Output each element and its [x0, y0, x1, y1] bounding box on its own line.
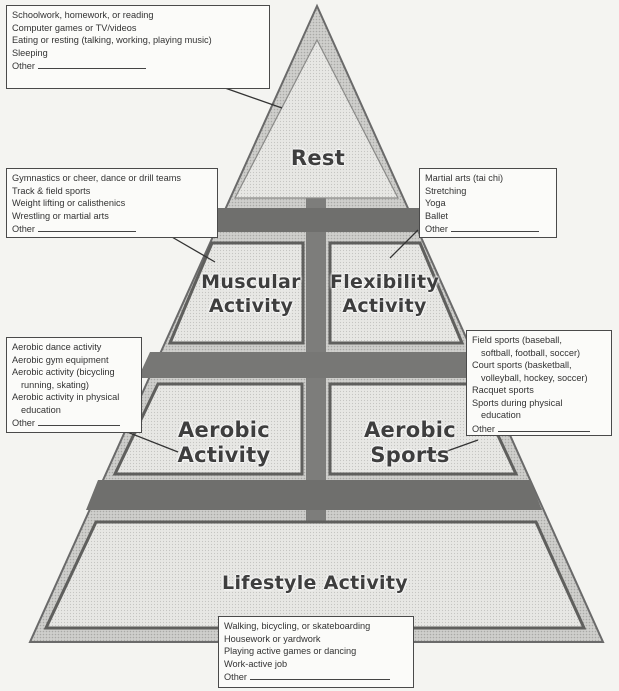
label-lifestyle-activity: Lifestyle Activity — [222, 572, 408, 594]
muscular-panel — [167, 241, 305, 345]
label-flexibility-line2: Activity — [342, 295, 427, 317]
aerobic-sports-item: Sports during physical — [472, 397, 563, 408]
flexibility-panel — [328, 241, 465, 345]
lifestyle-item: Playing active games or dancing — [224, 646, 357, 656]
aerobic-sports-item: Court sports (basketball, — [472, 360, 572, 370]
flexibility-item-other: Other — [425, 222, 551, 236]
other-label: Other — [12, 418, 35, 428]
lifestyle-activities-box: Walking, bicycling, or skateboarding Hou… — [218, 616, 414, 688]
fill-in-blank — [450, 222, 539, 232]
other-label: Other — [12, 61, 35, 71]
leader-line-aerobic-sports — [435, 439, 479, 456]
fill-in-blank — [37, 59, 146, 69]
aerobic-activity-item-other: Other — [12, 416, 136, 430]
aerobic-activity-panel — [112, 382, 304, 476]
aerobic-activity-item: Aerobic activity (bicycling — [12, 367, 115, 377]
aerobic-activity-item: education — [21, 404, 61, 415]
aerobic-activity-item: Aerobic dance activity — [12, 342, 102, 352]
muscular-item: Wrestling or martial arts — [12, 210, 109, 221]
label-aerobic-sports-line1: Aerobic — [363, 418, 457, 442]
lifestyle-item-other: Other — [224, 670, 408, 684]
rest-tier-panel — [234, 38, 399, 199]
aerobic-sports-item: Field sports (baseball, — [472, 335, 562, 345]
lifestyle-item: Housework or yardwork — [224, 633, 321, 644]
aerobic-sports-item: volleyball, hockey, soccer) — [481, 372, 588, 383]
flexibility-item: Yoga — [425, 198, 446, 208]
leader-line-rest — [224, 87, 283, 109]
fill-in-blank — [37, 222, 136, 232]
muscular-item: Track & field sports — [12, 185, 91, 196]
aerobic-activity-box: Aerobic dance activity Aerobic gym equip… — [6, 337, 142, 433]
flexibility-item: Ballet — [425, 210, 448, 221]
rest-item: Sleeping — [12, 47, 48, 58]
muscular-item: Weight lifting or calisthenics — [12, 198, 126, 208]
label-muscular-activity: Muscular Activity — [192, 270, 310, 318]
aerobic-activity-item: running, skating) — [21, 379, 89, 390]
rest-item: Schoolwork, homework, or reading — [12, 10, 154, 20]
muscular-activities-box: Gymnastics or cheer, dance or drill team… — [6, 168, 218, 238]
muscular-item: Gymnastics or cheer, dance or drill team… — [12, 173, 182, 183]
flexibility-item: Martial arts (tai chi) — [425, 173, 504, 183]
aerobic-activity-item: Aerobic activity in physical — [12, 392, 120, 402]
label-muscular-line2: Activity — [208, 295, 294, 317]
aerobic-sports-item: Racquet sports — [472, 385, 534, 395]
label-aerobic-activity: Aerobic Activity — [160, 418, 288, 468]
flexibility-item: Stretching — [425, 185, 467, 196]
rest-item-other: Other — [12, 59, 264, 73]
leader-line-aerobic-activity — [121, 429, 179, 453]
flexibility-activities-box: Martial arts (tai chi) Stretching Yoga B… — [419, 168, 557, 238]
other-label: Other — [224, 672, 247, 682]
rest-item: Eating or resting (talking, working, pla… — [12, 35, 212, 45]
band-lower-divider — [86, 480, 542, 510]
other-label: Other — [472, 423, 495, 434]
leader-line-flexibility — [389, 229, 419, 259]
lifestyle-item: Work-active job — [224, 658, 288, 669]
other-label: Other — [425, 224, 448, 234]
lifestyle-item: Walking, bicycling, or skateboarding — [224, 621, 371, 631]
label-muscular-line1: Muscular — [201, 271, 301, 293]
lifestyle-panel — [43, 520, 587, 630]
aerobic-activity-item: Aerobic gym equipment — [12, 354, 109, 365]
rest-item: Computer games or TV/videos — [12, 22, 137, 33]
aerobic-sports-item: softball, football, soccer) — [481, 347, 581, 358]
label-aerobic-sports-line2: Sports — [370, 443, 450, 467]
aerobic-sports-box: Field sports (baseball, softball, footba… — [466, 330, 612, 436]
label-aerobic-activity-line2: Activity — [177, 443, 271, 467]
rest-activities-box: Schoolwork, homework, or reading Compute… — [6, 5, 270, 89]
aerobic-sports-item: education — [481, 410, 521, 420]
other-label: Other — [12, 224, 35, 234]
label-flexibility-activity: Flexibility Activity — [322, 270, 447, 318]
label-aerobic-sports: Aerobic Sports — [350, 418, 470, 468]
band-mid-divider — [138, 352, 492, 378]
aerobic-sports-item-other: Other — [472, 422, 606, 436]
label-rest: Rest — [290, 146, 346, 170]
fill-in-blank — [37, 416, 120, 426]
band-rest-base — [198, 208, 432, 232]
label-aerobic-activity-line1: Aerobic — [177, 418, 271, 442]
label-flexibility-line1: Flexibility — [329, 271, 440, 293]
fill-in-blank — [249, 670, 390, 680]
fill-in-blank — [497, 422, 590, 432]
muscular-item-other: Other — [12, 222, 212, 236]
